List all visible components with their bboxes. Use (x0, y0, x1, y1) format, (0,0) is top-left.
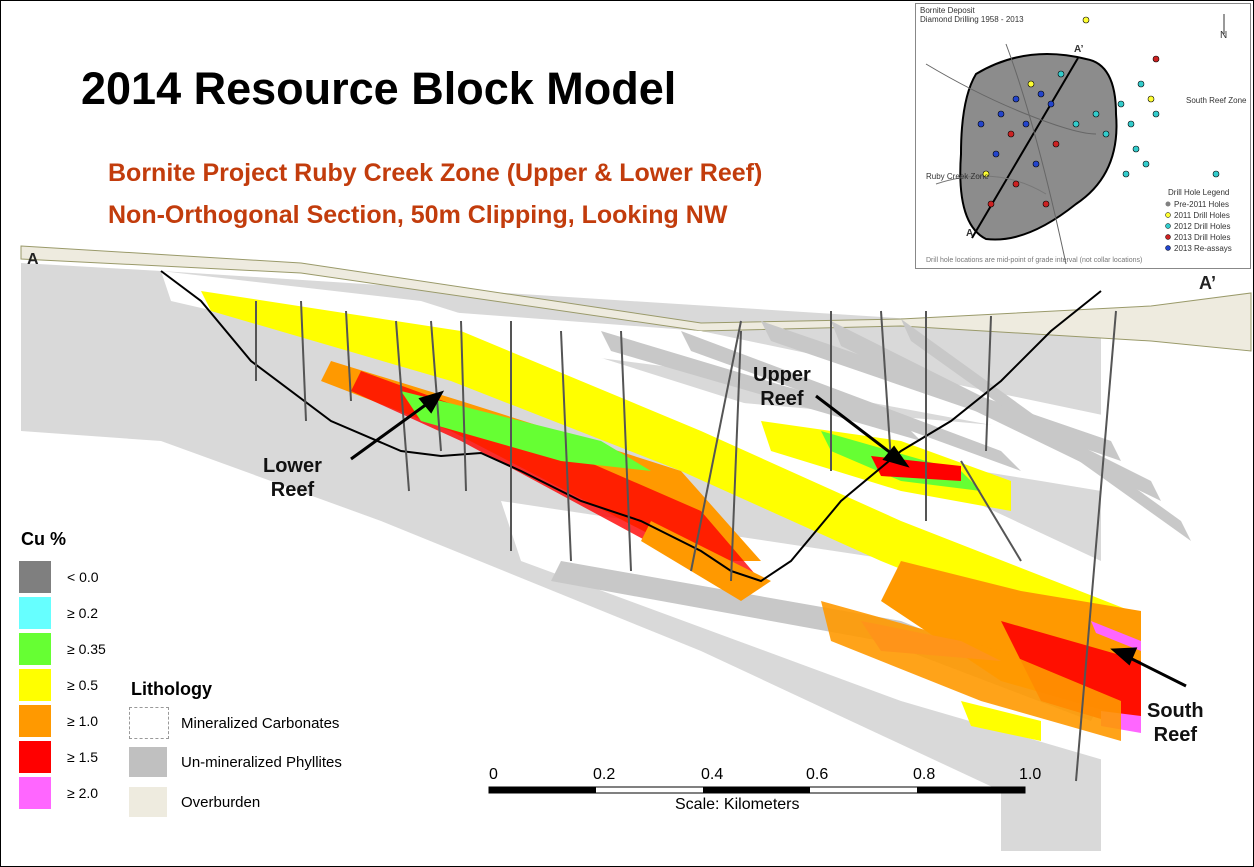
inset-legend-item: 2013 Drill Holes (1174, 233, 1231, 242)
inset-legend-item: Pre-2011 Holes (1174, 200, 1229, 209)
lower-reef-label: Lower Reef (263, 455, 322, 501)
inset-title-1: Bornite Deposit (920, 6, 975, 15)
cu-legend-title: Cu % (21, 529, 66, 549)
scale-tick: 0.2 (593, 766, 616, 783)
cu-legend-label: ≥ 1.0 (67, 713, 99, 729)
lithology-label: Mineralized Carbonates (181, 715, 340, 732)
lithology-swatch (129, 707, 169, 739)
overburden-layer (20, 245, 1252, 352)
cu-legend-label: ≥ 0.5 (67, 677, 99, 693)
inset-map-graphic (925, 14, 1225, 265)
phyllite-stripes (551, 319, 1191, 721)
pit-shell (160, 270, 1102, 583)
drill-holes (255, 300, 1117, 782)
subtitle-line-1: Bornite Project Ruby Creek Zone (Upper &… (108, 159, 763, 187)
inset-label-a: A (966, 228, 974, 239)
cu-legend-label: ≥ 2.0 (67, 785, 99, 801)
lithology-swatch (129, 747, 167, 777)
south-reef-label: South Reef (1147, 700, 1204, 746)
ruby-creek-zone-label: Ruby Creek Zone (926, 172, 989, 181)
section-label-a: A (27, 251, 39, 268)
scale-tick: 0 (489, 766, 498, 783)
lithology-swatch (129, 787, 167, 817)
inset-label-a-prime: A’ (1074, 44, 1084, 55)
cu-legend-label: ≥ 0.2 (67, 605, 99, 621)
subtitle-line-2: Non-Orthogonal Section, 50m Clipping, Lo… (108, 201, 728, 229)
cu-legend-label: ≥ 0.35 (67, 641, 106, 657)
inset-legend-item: 2013 Re-assays (1174, 244, 1232, 253)
cu-swatch (19, 633, 51, 665)
lithology-legend-title: Lithology (131, 679, 212, 699)
cu-swatch (19, 741, 51, 773)
inset-section-line (971, 57, 1079, 239)
cu-legend-label: < 0.0 (67, 569, 99, 585)
scale-tick: 0.4 (701, 766, 724, 783)
north-arrow-label: N (1220, 30, 1228, 41)
cu-swatch (19, 705, 51, 737)
cu-swatch (19, 561, 51, 593)
cu-swatch (19, 777, 51, 809)
inset-legend-item: 2011 Drill Holes (1174, 211, 1230, 220)
upper-reef-label: Upper Reef (753, 364, 811, 410)
scale-tick: 0.6 (806, 766, 829, 783)
inset-footnote: Drill hole locations are mid-point of gr… (926, 257, 1143, 264)
inset-drill-points (977, 16, 1220, 208)
cu-swatch (19, 597, 51, 629)
lithology-label: Overburden (181, 794, 261, 811)
white-lower-left (21, 431, 1001, 851)
scale-caption: Scale: Kilometers (675, 796, 800, 813)
carbonate-band (501, 501, 1141, 771)
carbonate-band (301, 301, 1131, 451)
inset-title-2: Diamond Drilling 1958 - 2013 (920, 15, 1024, 24)
inset-legend-title: Drill Hole Legend (1168, 188, 1230, 197)
south-reef-zone-label: South Reef Zone (1186, 96, 1247, 105)
slide-title: 2014 Resource Block Model (81, 63, 677, 114)
cu-legend-label: ≥ 1.5 (67, 749, 99, 765)
scale-bar (488, 786, 1026, 794)
scale-tick: 1.0 (1019, 766, 1042, 783)
scale-tick: 0.8 (913, 766, 936, 783)
inset-map: Bornite Deposit Diamond Drilling 1958 - … (915, 3, 1251, 269)
section-label-a-prime: A’ (1199, 273, 1217, 293)
lithology-label: Un-mineralized Phyllites (181, 754, 342, 771)
inset-legend-item: 2012 Drill Holes (1174, 222, 1231, 231)
cu-swatch (19, 669, 51, 701)
callout-arrows (350, 390, 1187, 688)
